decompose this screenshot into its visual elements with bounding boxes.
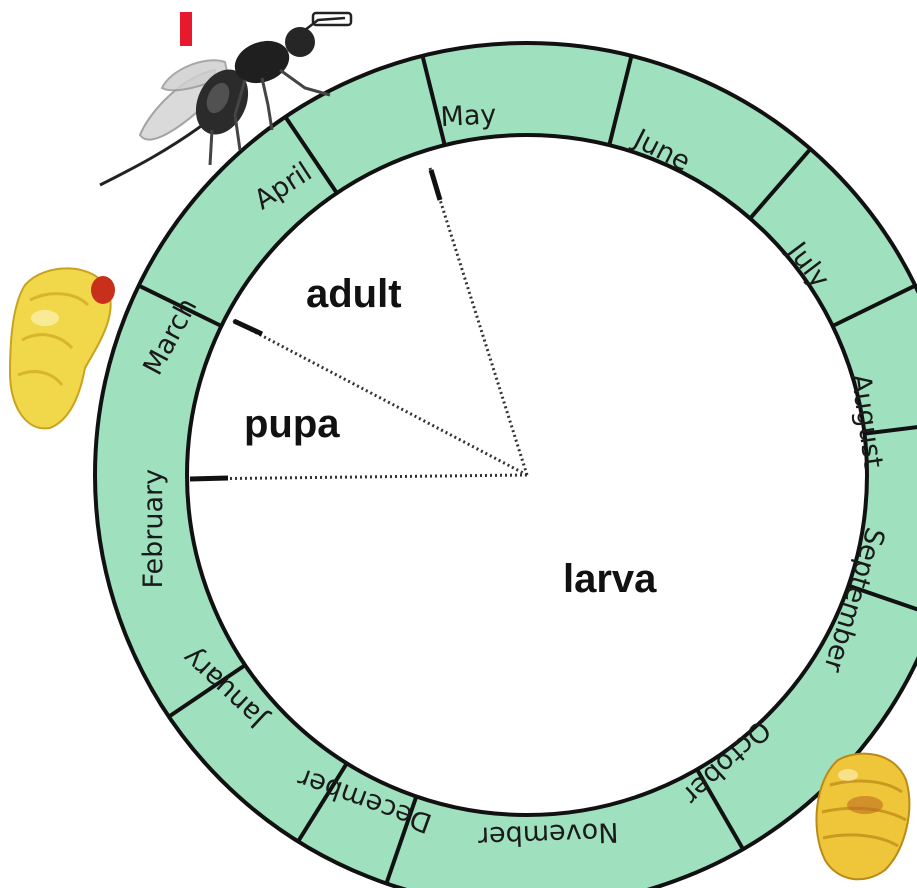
- boundary-adult-larva: [430, 168, 527, 475]
- stage-label-larva: larva: [563, 557, 657, 601]
- tick-larva-pupa: [190, 478, 228, 479]
- tick-pupa-adult: [234, 321, 262, 334]
- scale-bar: [180, 12, 192, 46]
- month-label-february: February: [138, 469, 169, 589]
- boundary-pupa-adult: [232, 320, 527, 475]
- larva-icon: [816, 754, 909, 880]
- tick-adult-larva: [431, 170, 440, 200]
- stage-label-pupa: pupa: [244, 402, 340, 446]
- month-label-november: November: [477, 816, 619, 852]
- stage-label-adult: adult: [306, 272, 402, 316]
- boundary-larva-pupa: [188, 475, 527, 479]
- month-ring: [95, 43, 917, 888]
- month-label-may: May: [440, 99, 497, 133]
